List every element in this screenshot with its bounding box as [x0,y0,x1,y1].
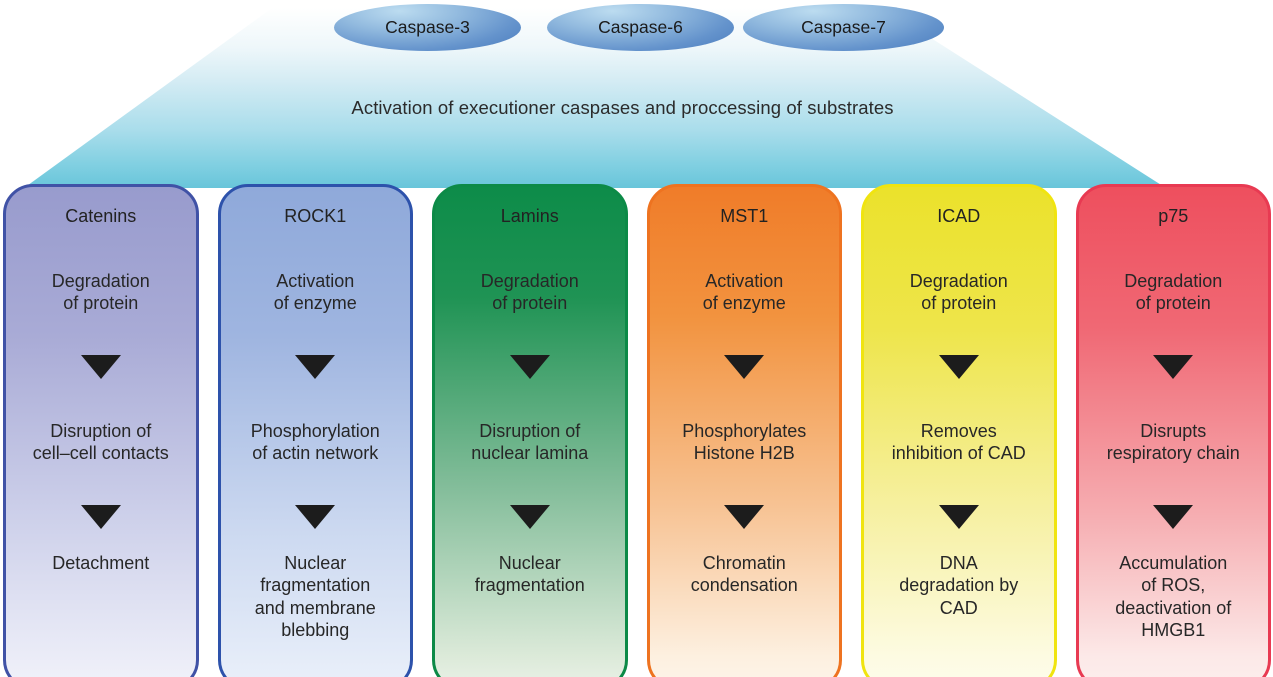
pathway-step: Degradation of protein [480,270,579,313]
down-arrow-icon [938,355,979,379]
caspase-7-label: Caspase-7 [801,17,886,37]
pathway-step: Disruption of nuclear lamina [471,420,589,463]
pathway-step: Disruption of cell–cell contacts [32,420,169,463]
pathway-outcome: Detachment [52,553,150,573]
down-arrow-icon [1153,505,1194,529]
substrate-title: Lamins [500,205,559,226]
down-arrow-icon [1153,355,1194,379]
substrate-title: ICAD [937,205,981,226]
pathway-step: Phosphorylates Histone H2B [682,420,807,463]
pathway-column-p75: p75 Degradation of protein Disrupts resp… [1075,184,1271,677]
down-arrow-icon [509,355,550,379]
pathway-column-mst1: MST1 Activation of enzyme Phosphorylates… [646,184,842,677]
caspase-7-ellipse: Caspase-7 [743,4,944,51]
pathway-step: Degradation of protein [51,270,150,313]
pathway-column-icad: ICAD Degradation of protein Removes inhi… [861,184,1057,677]
pathway-step: Degradation of protein [1124,270,1223,313]
pathway-step: Activation of enzyme [273,270,357,313]
down-arrow-icon [724,505,765,529]
pathway-column-catenins: Catenins Degradation of protein Disrupti… [3,184,199,677]
pathway-outcome: Accumulation of ROS, deactivation of HMG… [1115,553,1232,640]
pathway-step: Degradation of protein [909,270,1008,313]
down-arrow-icon [80,355,121,379]
funnel-caption: Activation of executioner caspases and p… [351,97,894,118]
substrate-title: ROCK1 [284,205,347,226]
down-arrow-icon [295,355,336,379]
down-arrow-icon [938,505,979,529]
pathway-outcome: Chromatin condensation [690,553,798,596]
pathway-outcome: Nuclear fragmentation [474,553,585,596]
pathway-step: Disrupts respiratory chain [1106,420,1240,463]
pathway-column-lamins: Lamins Degradation of protein Disruption… [432,184,628,677]
substrate-title: Catenins [65,205,137,226]
pathway-step: Activation of enzyme [702,270,786,313]
down-arrow-icon [80,505,121,529]
substrate-columns: Catenins Degradation of protein Disrupti… [3,184,1271,677]
caspase-3-ellipse: Caspase-3 [334,4,521,51]
down-arrow-icon [724,355,765,379]
down-arrow-icon [509,505,550,529]
caspase-6-ellipse: Caspase-6 [547,4,734,51]
pathway-outcome: Nuclear fragmentation and membrane blebb… [254,553,376,640]
pathway-step: Removes inhibition of CAD [891,420,1026,463]
pathway-step: Phosphorylation of actin network [250,420,380,463]
pathway-column-rock1: ROCK1 Activation of enzyme Phosphorylati… [217,184,413,677]
substrate-title: p75 [1158,205,1189,226]
down-arrow-icon [295,505,336,529]
caspase-3-label: Caspase-3 [385,17,470,37]
pathway-outcome: DNA degradation by CAD [899,553,1019,618]
substrate-title: MST1 [720,205,769,226]
caspase-6-label: Caspase-6 [598,17,683,37]
